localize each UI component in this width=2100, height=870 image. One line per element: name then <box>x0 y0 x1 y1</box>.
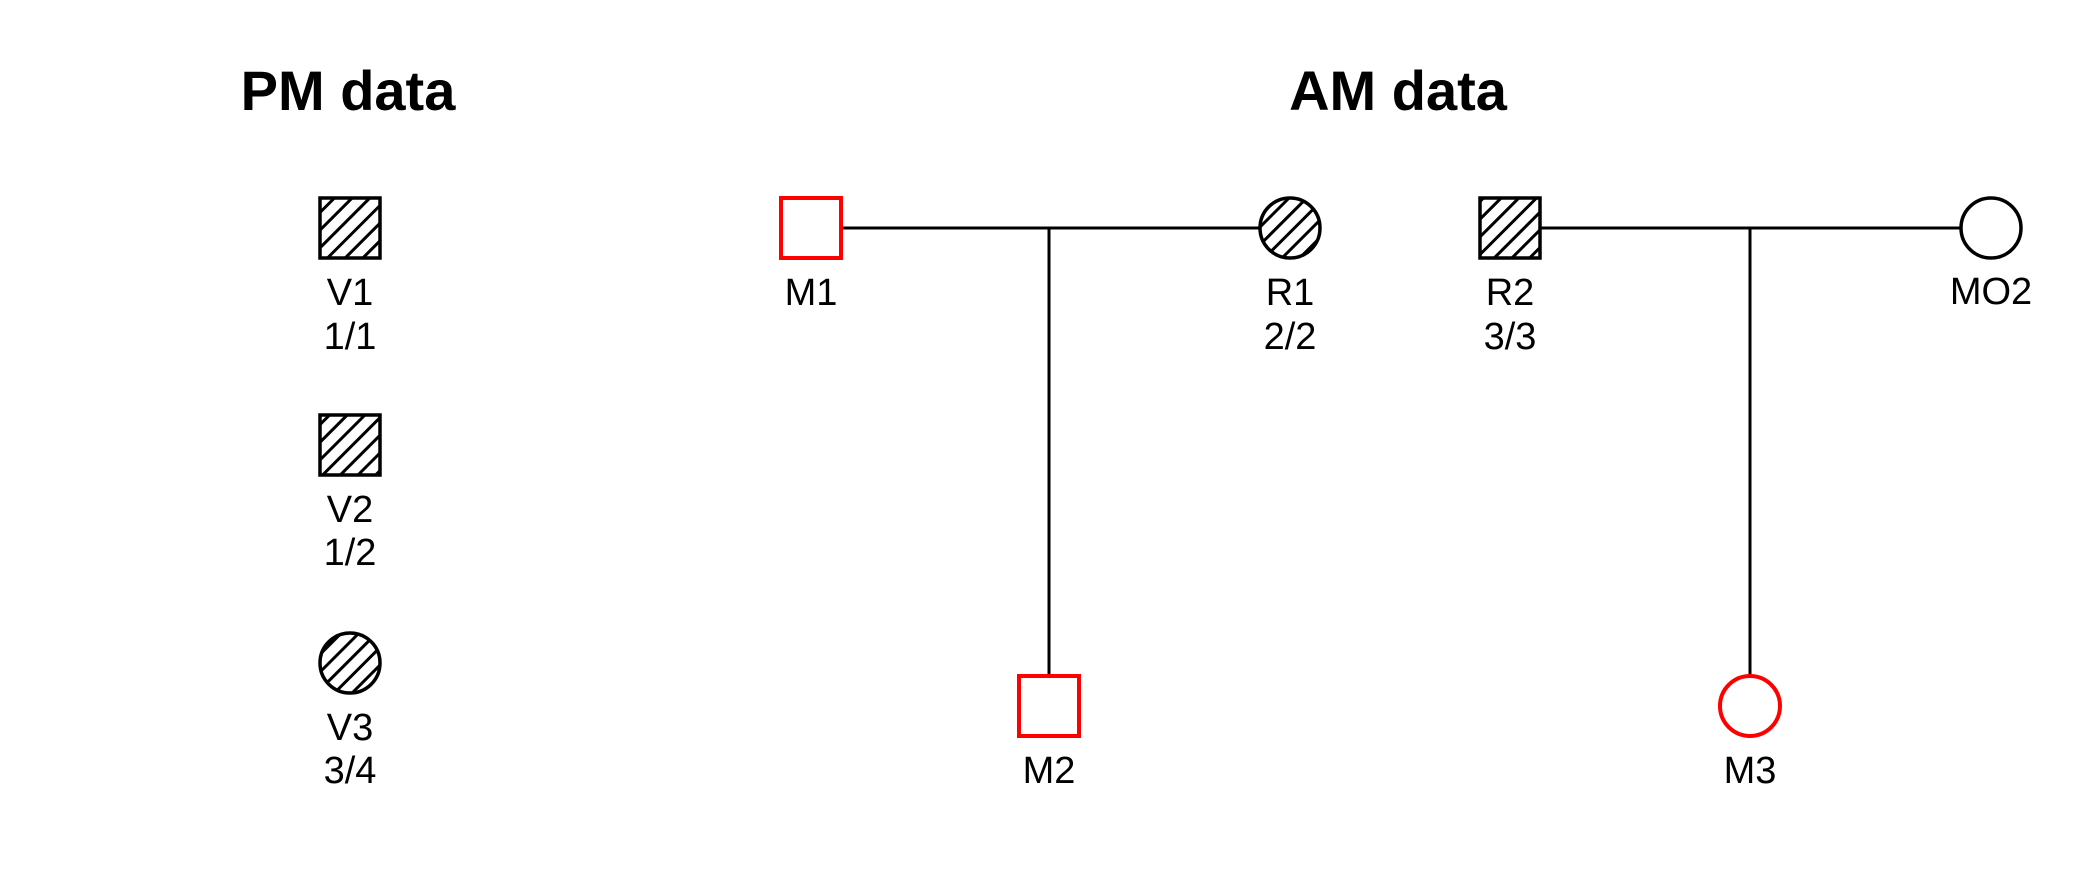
am-data-title: AM data <box>1289 59 1508 122</box>
family-2-child-label: M3 <box>1724 750 1777 792</box>
family-1: M1 R1 2/2 M2 <box>779 196 1322 792</box>
family-1-father-m1-square <box>779 196 843 260</box>
legend-v3-genotype: 3/4 <box>324 750 377 792</box>
family-1-mother-genotype: 2/2 <box>1264 316 1317 358</box>
family-1-father-label: M1 <box>785 272 838 314</box>
legend-v2-label: V2 <box>327 489 373 531</box>
family-1-mother-r1-circle <box>1258 196 1322 260</box>
legend-v2-hatched-square-icon <box>318 413 382 477</box>
family-2: R2 3/3 MO2 M3 <box>1478 196 2032 792</box>
family-2-mother-mo2-circle <box>1959 196 2023 260</box>
family-2-father-r2-square <box>1478 196 1542 260</box>
legend-v1-label: V1 <box>327 272 373 314</box>
legend-v1-hatched-square-icon <box>318 196 382 260</box>
family-2-father-label: R2 <box>1486 272 1535 314</box>
legend-pm: V1 1/1 V2 1/2 V3 3/4 <box>318 196 382 792</box>
family-2-mother-label: MO2 <box>1950 271 2032 313</box>
family-2-father-genotype: 3/3 <box>1484 316 1537 358</box>
legend-v3-label: V3 <box>327 707 373 749</box>
legend-v3-hatched-circle-icon <box>318 631 382 695</box>
legend-v1-genotype: 1/1 <box>324 316 377 358</box>
family-1-child-label: M2 <box>1023 750 1076 792</box>
pm-data-title: PM data <box>241 59 457 122</box>
family-2-child-m3-circle <box>1718 674 1782 738</box>
family-1-child-m2-square <box>1017 674 1081 738</box>
legend-v2-genotype: 1/2 <box>324 532 377 574</box>
family-1-mother-label: R1 <box>1266 272 1315 314</box>
